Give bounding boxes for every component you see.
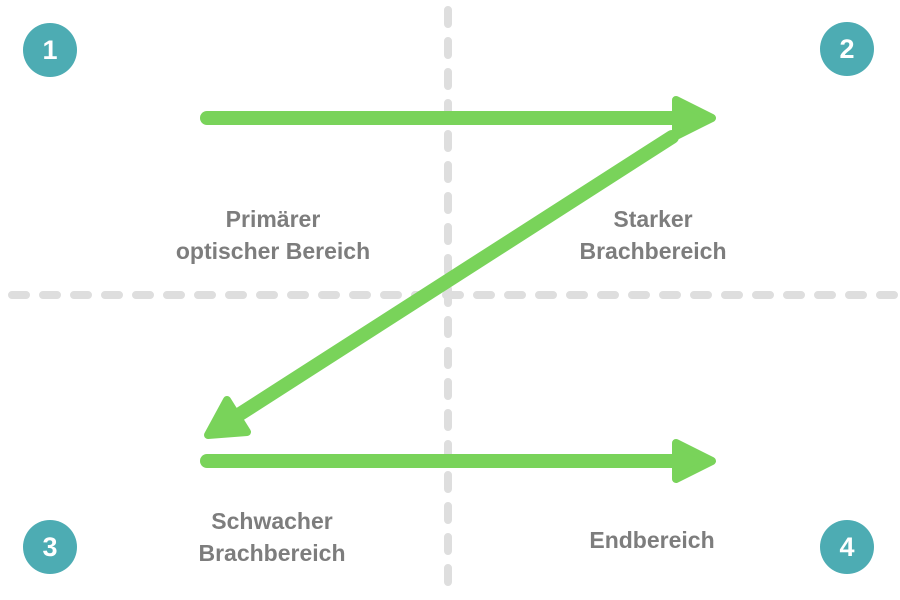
quadrant-2-label: Starker Brachbereich [579, 203, 726, 267]
quadrant-1-badge: 1 [23, 23, 77, 77]
quadrant-3-label: Schwacher Brachbereich [198, 505, 345, 569]
quadrant-3-label-line: Schwacher [211, 508, 333, 534]
quadrant-2-label-line: Starker [613, 206, 693, 232]
quadrant-4-label: Endbereich [589, 524, 714, 556]
reading-path-arrow-top [200, 96, 716, 140]
quadrant-1-label: Primärer optischer Bereich [176, 203, 370, 267]
quadrant-1-label-line: Primärer [225, 206, 321, 232]
quadrant-2-number: 2 [839, 33, 855, 64]
quadrant-2-badge: 2 [820, 22, 874, 76]
quadrant-4-number: 4 [839, 531, 855, 562]
reading-path-arrow-bottom [200, 439, 716, 483]
quadrant-2-label-line: Brachbereich [579, 238, 727, 264]
arrow-down-left-head-icon [204, 396, 251, 439]
quadrant-3-label-line: Brachbereich [198, 540, 346, 566]
quadrant-4-label-line: Endbereich [589, 527, 715, 553]
quadrant-4-badge: 4 [820, 520, 874, 574]
quadrant-1-label-line: optischer Bereich [175, 238, 371, 264]
quadrant-1-number: 1 [42, 34, 58, 65]
quadrant-3-badge: 3 [23, 520, 77, 574]
quadrant-3-number: 3 [42, 531, 58, 562]
reading-path-arrow-diagonal [204, 130, 679, 439]
arrow-right-head-icon [672, 96, 716, 140]
arrow-right-head-icon [672, 439, 716, 483]
